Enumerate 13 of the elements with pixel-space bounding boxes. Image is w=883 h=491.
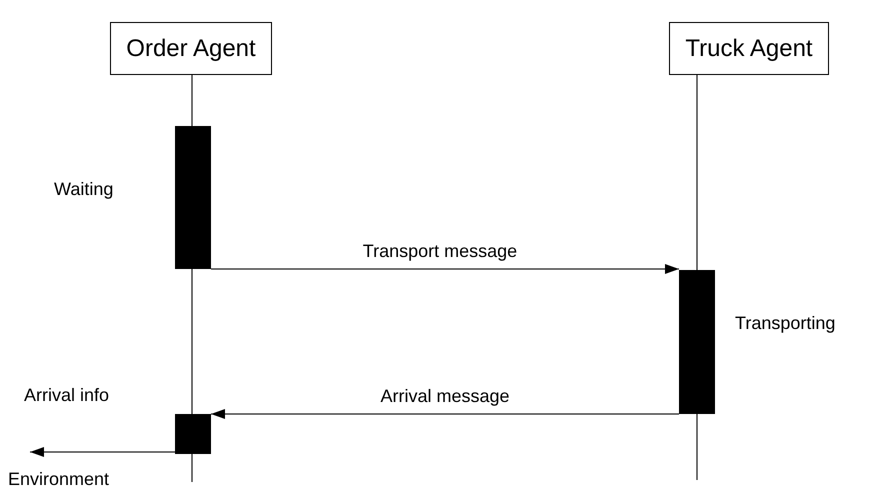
message-arrow <box>210 264 680 274</box>
state-label: Arrival info <box>24 384 110 406</box>
activation-bar <box>175 414 211 454</box>
lifeline <box>696 74 698 270</box>
lifeline-box: Truck Agent <box>669 22 829 75</box>
state-label: Transporting <box>735 312 836 334</box>
activation-bar <box>679 270 715 414</box>
state-label: Waiting <box>54 178 114 200</box>
message-arrow <box>30 447 176 457</box>
endpoint-label: Environment <box>8 453 132 490</box>
lifeline-box: Order Agent <box>110 22 272 75</box>
message-arrow <box>210 409 680 419</box>
activation-bar <box>175 126 211 269</box>
